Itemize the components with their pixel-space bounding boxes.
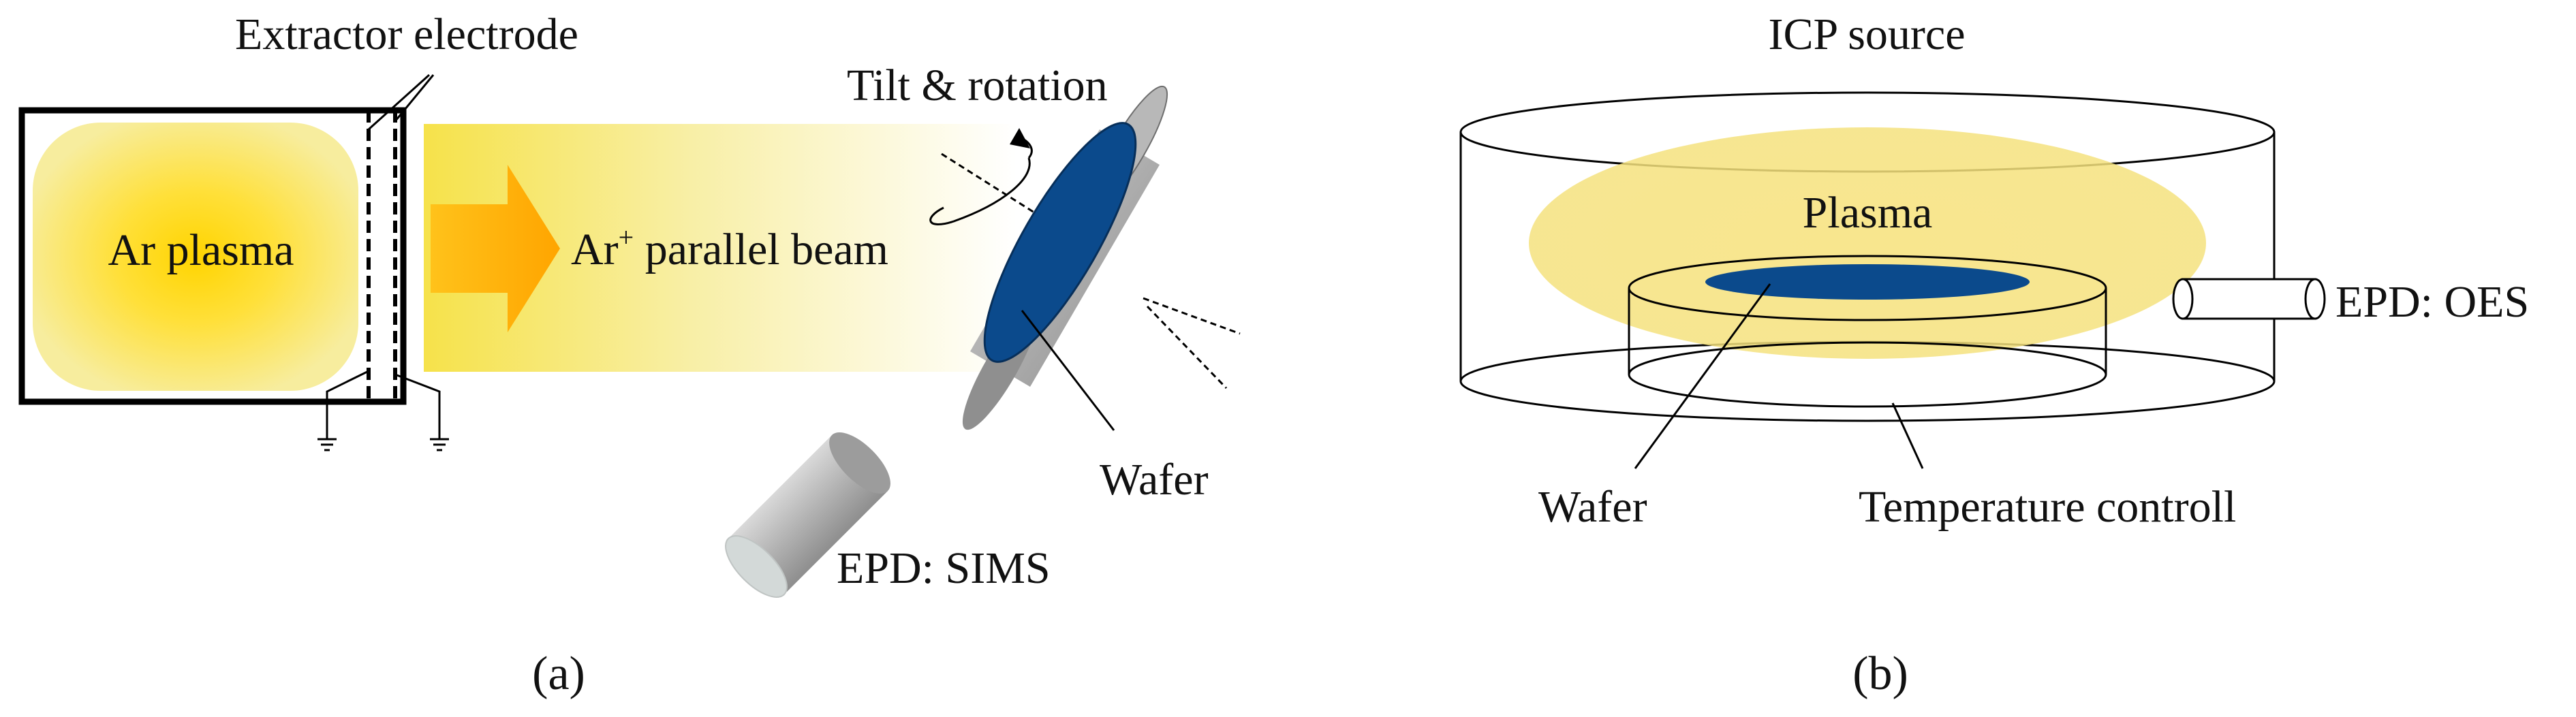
wafer-pointer-b: [1634, 283, 1771, 469]
rotation-arrow-top: [1017, 135, 1033, 159]
ar-plasma-label: Ar plasma: [108, 225, 294, 275]
tilt-reference-1: [1143, 297, 1241, 335]
panel-b: ICP source Plasma Wafer Temperature cont…: [1459, 10, 2529, 700]
extractor-electrode-label: Extractor electrode: [235, 10, 578, 59]
tilt-reference-2: [1146, 305, 1228, 389]
tilt-rotation-label: Tilt & rotation: [847, 61, 1108, 110]
rotation-arrow: [929, 157, 1031, 225]
wafer-disk: [962, 85, 1168, 430]
wafer-label-a: Wafer: [1100, 455, 1209, 505]
beam-arrow: [431, 165, 560, 332]
extractor-pointer-2: [394, 74, 435, 122]
temperature-control-label: Temperature controll: [1859, 482, 2236, 532]
epd-sims-label: EPD: SIMS: [837, 543, 1051, 593]
epd-oes-label: EPD: OES: [2336, 277, 2529, 327]
ground-symbol-left: [317, 370, 369, 451]
oes-port: [2172, 278, 2326, 320]
ground-symbol-right: [394, 373, 449, 451]
sims-detector: [725, 432, 890, 598]
plasma-label-b: Plasma: [1803, 188, 1933, 238]
caption-b: (b): [1852, 648, 1908, 700]
wafer-stage: [1628, 255, 2107, 408]
wafer-surface: [983, 122, 1137, 363]
temp-pointer: [1891, 402, 1924, 469]
plasma-cloud: [1529, 127, 2206, 359]
wafer-label-b: Wafer: [1538, 482, 1647, 532]
ar-plasma-region: [33, 123, 358, 391]
caption-a: (a): [532, 648, 585, 700]
wafer-b: [1705, 264, 2030, 300]
beam-label: Ar+ parallel beam: [571, 222, 888, 274]
panel-a: Ar plasma Extractor electrode Ar+ parall…: [18, 10, 1241, 700]
wafer-pointer: [1021, 310, 1115, 431]
extractor-pointer-1: [367, 74, 431, 131]
icp-source-label: ICP source: [1768, 10, 1965, 59]
